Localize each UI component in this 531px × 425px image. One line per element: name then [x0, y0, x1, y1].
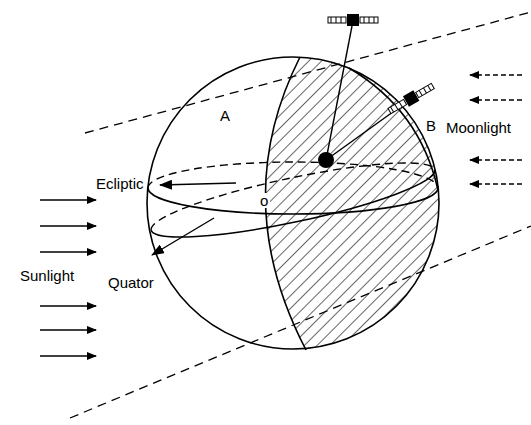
moonlight-label: Moonlight	[444, 120, 513, 135]
center-label: o	[258, 193, 270, 208]
ecliptic-label: Ecliptic	[94, 176, 146, 191]
sunlight-label: Sunlight	[18, 268, 76, 283]
point-label: A	[220, 108, 230, 123]
point-label: B	[424, 118, 438, 133]
equator-label: Quator	[106, 275, 156, 290]
